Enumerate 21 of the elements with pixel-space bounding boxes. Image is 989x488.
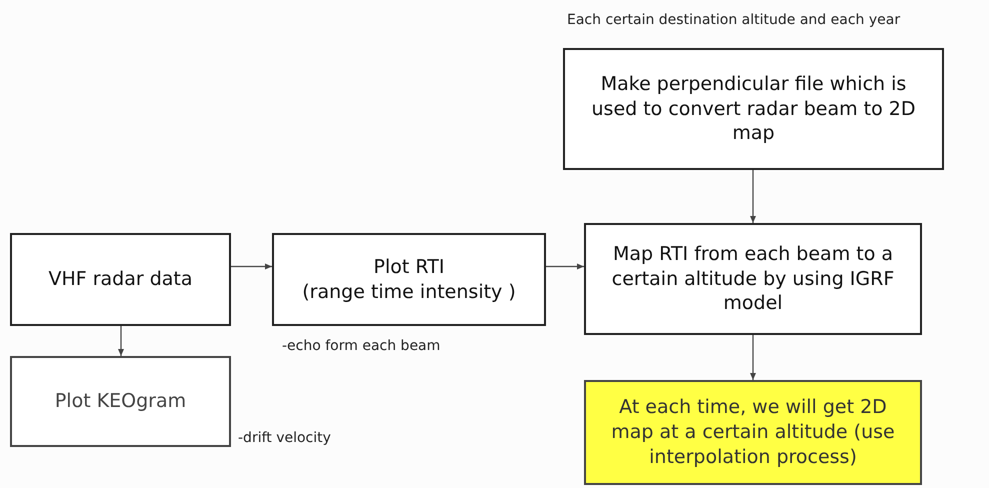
arrow: [231, 264, 272, 270]
arrow: [118, 326, 124, 356]
process-box: [272, 233, 546, 326]
process-box: [584, 380, 922, 485]
box-text: VHF radar data: [48, 267, 193, 292]
box-text: Map RTI from each beam to a certain altitude by using IGRF model: [610, 242, 896, 316]
process-box: [10, 233, 231, 326]
box-text: At each time, we will get 2D map at a certain altitude (use interpolation process): [610, 395, 896, 470]
box-text: Make perpendicular file which is used to convert radar beam to 2D map: [590, 72, 916, 146]
arrow: [750, 335, 756, 380]
arrow: [750, 170, 756, 223]
process-box: [563, 48, 944, 170]
process-box: [584, 223, 922, 335]
box-text: (range time intensity ): [302, 280, 516, 304]
arrow: [546, 264, 584, 270]
note-text: -drift velocity: [238, 430, 331, 446]
box-text: Plot RTI: [374, 254, 444, 280]
note-text: Each certain destination altitude and each year: [567, 12, 900, 28]
note-text: -echo form each beam: [282, 338, 440, 354]
process-box: [10, 356, 231, 447]
box-text: Plot KEOgram: [54, 389, 186, 414]
